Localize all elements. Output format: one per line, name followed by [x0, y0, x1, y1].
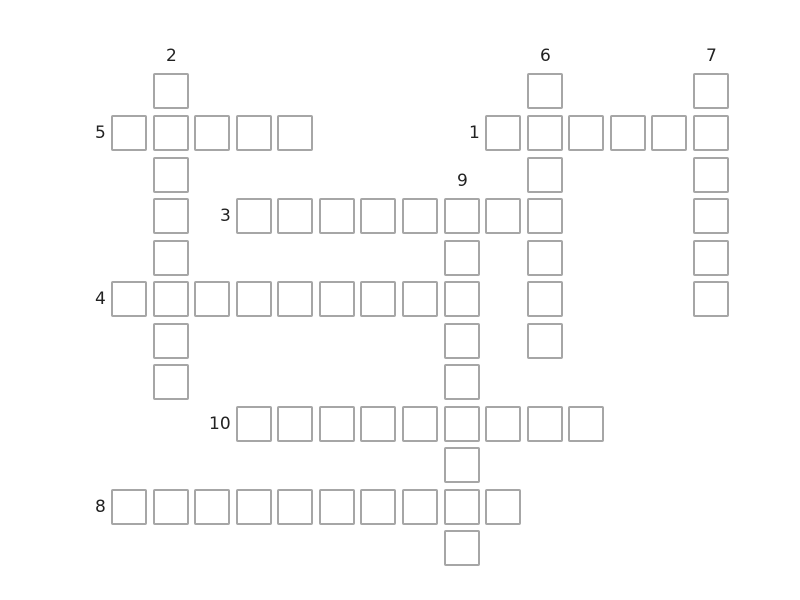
- crossword-cell[interactable]: [693, 198, 729, 234]
- crossword-cell[interactable]: [236, 281, 272, 317]
- crossword-cell[interactable]: [527, 323, 563, 359]
- crossword-cell[interactable]: [444, 364, 480, 400]
- crossword-cell[interactable]: [360, 489, 396, 525]
- crossword-cell[interactable]: [277, 198, 313, 234]
- crossword-cell[interactable]: [111, 115, 147, 151]
- crossword-cell[interactable]: [194, 489, 230, 525]
- crossword-cell[interactable]: [651, 115, 687, 151]
- crossword-cell[interactable]: [153, 198, 189, 234]
- crossword-cell[interactable]: [444, 281, 480, 317]
- crossword-cell[interactable]: [402, 406, 438, 442]
- clue-number-10: 10: [209, 414, 231, 434]
- crossword-cell[interactable]: [485, 115, 521, 151]
- crossword-cell[interactable]: [693, 115, 729, 151]
- crossword-cell[interactable]: [153, 489, 189, 525]
- crossword-cell[interactable]: [277, 115, 313, 151]
- crossword-cell[interactable]: [236, 198, 272, 234]
- crossword-cell[interactable]: [153, 240, 189, 276]
- crossword-cell[interactable]: [444, 323, 480, 359]
- crossword-cell[interactable]: [444, 530, 480, 566]
- clue-number-5: 5: [95, 123, 106, 143]
- crossword-cell[interactable]: [485, 489, 521, 525]
- crossword-cell[interactable]: [111, 489, 147, 525]
- crossword-cell[interactable]: [194, 281, 230, 317]
- crossword-cell[interactable]: [402, 198, 438, 234]
- crossword-cell[interactable]: [319, 281, 355, 317]
- crossword-cell[interactable]: [277, 406, 313, 442]
- crossword-cell[interactable]: [153, 157, 189, 193]
- crossword-cell[interactable]: [319, 489, 355, 525]
- crossword-cell[interactable]: [236, 115, 272, 151]
- crossword-cell[interactable]: [194, 115, 230, 151]
- crossword-cell[interactable]: [319, 198, 355, 234]
- crossword-cell[interactable]: [236, 489, 272, 525]
- crossword-cell[interactable]: [568, 115, 604, 151]
- crossword-cell[interactable]: [360, 198, 396, 234]
- crossword-cell[interactable]: [693, 281, 729, 317]
- crossword-cell[interactable]: [444, 489, 480, 525]
- crossword-cell[interactable]: [527, 281, 563, 317]
- crossword-cell[interactable]: [444, 447, 480, 483]
- clue-number-8: 8: [95, 497, 106, 517]
- crossword-cell[interactable]: [153, 73, 189, 109]
- crossword-cell[interactable]: [693, 73, 729, 109]
- crossword-cell[interactable]: [610, 115, 646, 151]
- clue-number-9: 9: [457, 171, 468, 191]
- crossword-cell[interactable]: [527, 73, 563, 109]
- crossword-cell[interactable]: [153, 364, 189, 400]
- crossword-cell[interactable]: [568, 406, 604, 442]
- crossword-cell[interactable]: [153, 323, 189, 359]
- crossword-cell[interactable]: [527, 240, 563, 276]
- crossword-cell[interactable]: [485, 198, 521, 234]
- crossword-cell[interactable]: [277, 281, 313, 317]
- clue-number-3: 3: [220, 206, 231, 226]
- crossword-cell[interactable]: [527, 157, 563, 193]
- clue-number-6: 6: [540, 46, 551, 66]
- crossword-cell[interactable]: [444, 198, 480, 234]
- crossword-cell[interactable]: [444, 240, 480, 276]
- clue-number-1: 1: [469, 123, 480, 143]
- crossword-cell[interactable]: [360, 281, 396, 317]
- crossword-cell[interactable]: [111, 281, 147, 317]
- crossword-cell[interactable]: [402, 489, 438, 525]
- crossword-cell[interactable]: [527, 198, 563, 234]
- clue-number-4: 4: [95, 289, 106, 309]
- crossword-cell[interactable]: [693, 240, 729, 276]
- crossword-cell[interactable]: [319, 406, 355, 442]
- clue-number-2: 2: [166, 46, 177, 66]
- crossword-cell[interactable]: [360, 406, 396, 442]
- crossword-cell[interactable]: [527, 115, 563, 151]
- crossword-cell[interactable]: [277, 489, 313, 525]
- crossword-cell[interactable]: [153, 281, 189, 317]
- crossword-cell[interactable]: [485, 406, 521, 442]
- clue-number-7: 7: [706, 46, 717, 66]
- crossword-cell[interactable]: [153, 115, 189, 151]
- crossword-cell[interactable]: [527, 406, 563, 442]
- crossword-cell[interactable]: [693, 157, 729, 193]
- crossword-cell[interactable]: [444, 406, 480, 442]
- crossword-cell[interactable]: [236, 406, 272, 442]
- crossword-cell[interactable]: [402, 281, 438, 317]
